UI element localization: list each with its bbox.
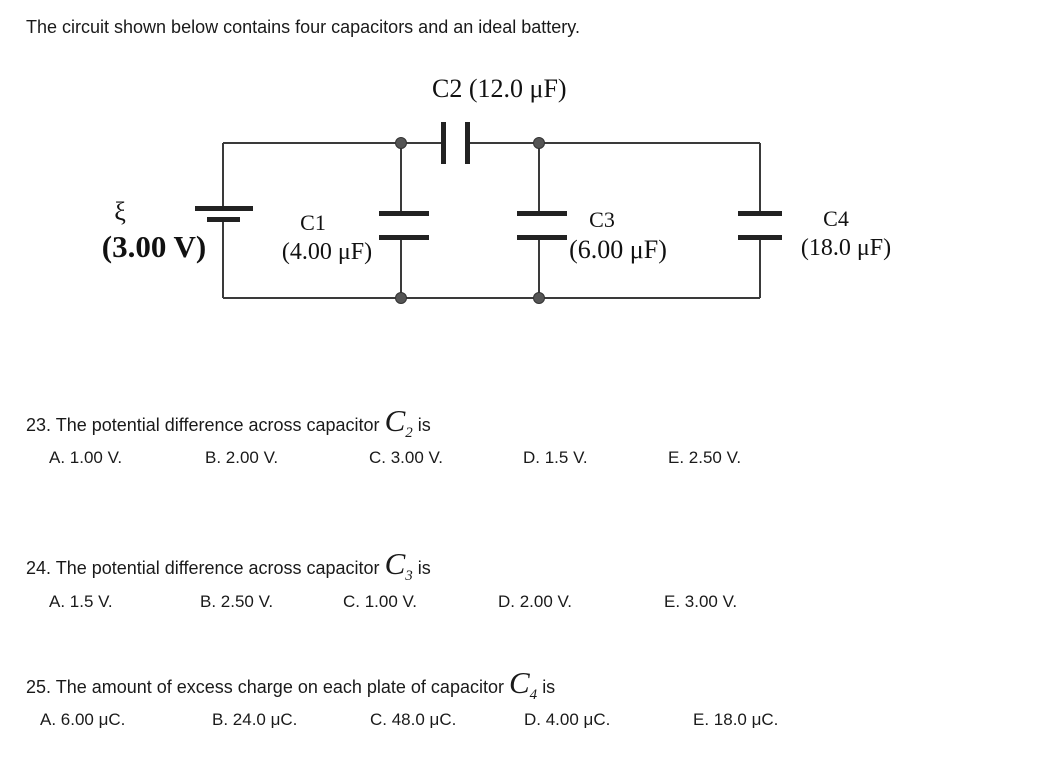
q24-option-e: E. 3.00 V. bbox=[664, 592, 738, 611]
c3-value: (6.00 μF) bbox=[569, 235, 667, 264]
q25-option-a: A. 6.00 μC. bbox=[40, 710, 126, 729]
question-24-suffix: is bbox=[417, 558, 431, 578]
intro-text: The circuit shown below contains four ca… bbox=[26, 17, 580, 37]
question-23-suffix: is bbox=[417, 415, 431, 435]
cap-subscript: 3 bbox=[405, 568, 413, 584]
c4-value: (18.0 μF) bbox=[801, 235, 891, 261]
c4-name: C4 bbox=[823, 206, 849, 231]
q24-option-d: D. 2.00 V. bbox=[498, 592, 573, 611]
q24-option-c: C. 1.00 V. bbox=[343, 592, 418, 611]
cap-subscript: 2 bbox=[405, 425, 413, 441]
question-25-suffix: is bbox=[542, 677, 556, 697]
c2-plate-left bbox=[441, 122, 446, 164]
cap-letter: C bbox=[508, 665, 530, 700]
q25-option-c: C. 48.0 μC. bbox=[370, 710, 457, 729]
battery-long-plate bbox=[195, 206, 253, 211]
question-25-prefix: 25. The amount of excess charge on each … bbox=[26, 677, 504, 697]
question-25-capacitor: C4 bbox=[508, 665, 538, 703]
battery-short-plate bbox=[207, 217, 240, 222]
c4-plate-top bbox=[738, 211, 782, 216]
circuit-diagram: C2 (12.0 μF) ξ (3.00 V) C1 (4.00 μF) C3 … bbox=[102, 74, 891, 304]
c4-plate-bottom bbox=[738, 235, 782, 240]
q23-option-d: D. 1.5 V. bbox=[523, 448, 588, 467]
c3-plate-top bbox=[517, 211, 567, 216]
junction-node-bottom-c3 bbox=[533, 292, 545, 304]
battery-value: (3.00 V) bbox=[102, 229, 206, 264]
q25-option-e: E. 18.0 μC. bbox=[693, 710, 779, 729]
question-25: 25. The amount of excess charge on each … bbox=[26, 665, 556, 703]
question-24-prefix: 24. The potential difference across capa… bbox=[26, 558, 380, 578]
q25-option-d: D. 4.00 μC. bbox=[524, 710, 611, 729]
junction-node-top-c1 bbox=[395, 137, 407, 149]
c3-name: C3 bbox=[589, 207, 615, 232]
q24-option-a: A. 1.5 V. bbox=[49, 592, 113, 611]
junction-node-bottom-c1 bbox=[395, 292, 407, 304]
c2-plate-right bbox=[465, 122, 470, 164]
cap-subscript: 4 bbox=[529, 687, 538, 703]
c1-plate-top bbox=[379, 211, 429, 216]
c3-plate-bottom bbox=[517, 235, 567, 240]
question-23-prefix: 23. The potential difference across capa… bbox=[26, 415, 380, 435]
q25-option-b: B. 24.0 μC. bbox=[212, 710, 298, 729]
c1-name: C1 bbox=[300, 210, 326, 235]
c1-plate-bottom bbox=[379, 235, 429, 240]
battery-symbol: ξ bbox=[114, 197, 126, 226]
junction-node-top-c3 bbox=[533, 137, 545, 149]
question-24-capacitor: C3 bbox=[384, 546, 413, 584]
question-23: 23. The potential difference across capa… bbox=[26, 403, 431, 441]
cap-letter: C bbox=[384, 546, 406, 581]
q23-option-c: C. 3.00 V. bbox=[369, 448, 444, 467]
c2-label: C2 (12.0 μF) bbox=[432, 74, 567, 103]
c1-value: (4.00 μF) bbox=[282, 239, 372, 265]
question-24: 24. The potential difference across capa… bbox=[26, 546, 431, 584]
q23-option-e: E. 2.50 V. bbox=[668, 448, 742, 467]
question-23-capacitor: C2 bbox=[384, 403, 413, 441]
q23-option-a: A. 1.00 V. bbox=[49, 448, 123, 467]
cap-letter: C bbox=[384, 403, 406, 438]
q24-option-b: B. 2.50 V. bbox=[200, 592, 274, 611]
q23-option-b: B. 2.00 V. bbox=[205, 448, 279, 467]
